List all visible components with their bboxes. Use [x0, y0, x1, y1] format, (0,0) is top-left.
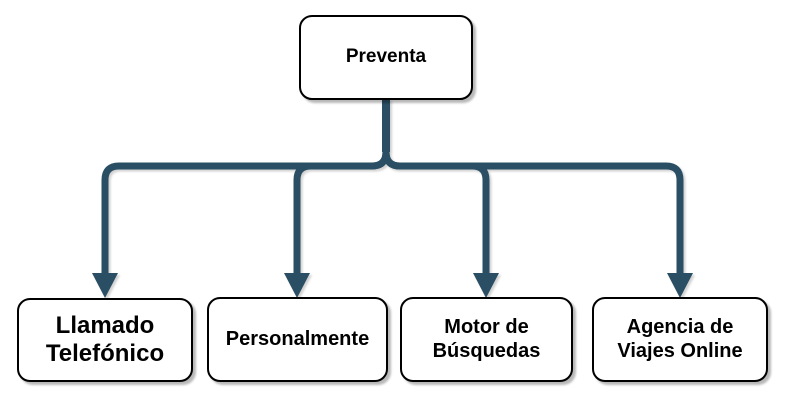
- node-label-line: Llamado: [55, 311, 155, 339]
- node-agencia-de-viajes-online: Agencia de Viajes Online: [592, 297, 768, 382]
- node-motor-de-busquedas: Motor de Búsquedas: [400, 297, 573, 382]
- arrow-down-icon: [92, 273, 118, 298]
- node-label-line: Búsquedas: [432, 339, 541, 362]
- node-personalmente: Personalmente: [207, 297, 388, 382]
- node-label-line: Viajes Online: [617, 339, 743, 362]
- node-label: Preventa: [345, 46, 427, 68]
- arrow-down-icon: [284, 273, 310, 298]
- arrow-down-icon: [667, 273, 693, 298]
- arrow-down-icon: [473, 273, 499, 298]
- node-label-line: Motor de: [444, 315, 529, 338]
- connector-branch-2: [293, 151, 390, 276]
- connector-branch-3: [382, 151, 490, 276]
- node-preventa: Preventa: [299, 15, 473, 100]
- node-label-line: Agencia de: [626, 315, 734, 338]
- node-label-line: Telefónico: [45, 340, 165, 367]
- connector-branch-4: [382, 151, 684, 276]
- node-label-line: Personalmente: [225, 327, 370, 350]
- node-llamado-telefonico: Llamado Telefónico: [17, 298, 193, 382]
- connector-branch-1: [101, 151, 390, 276]
